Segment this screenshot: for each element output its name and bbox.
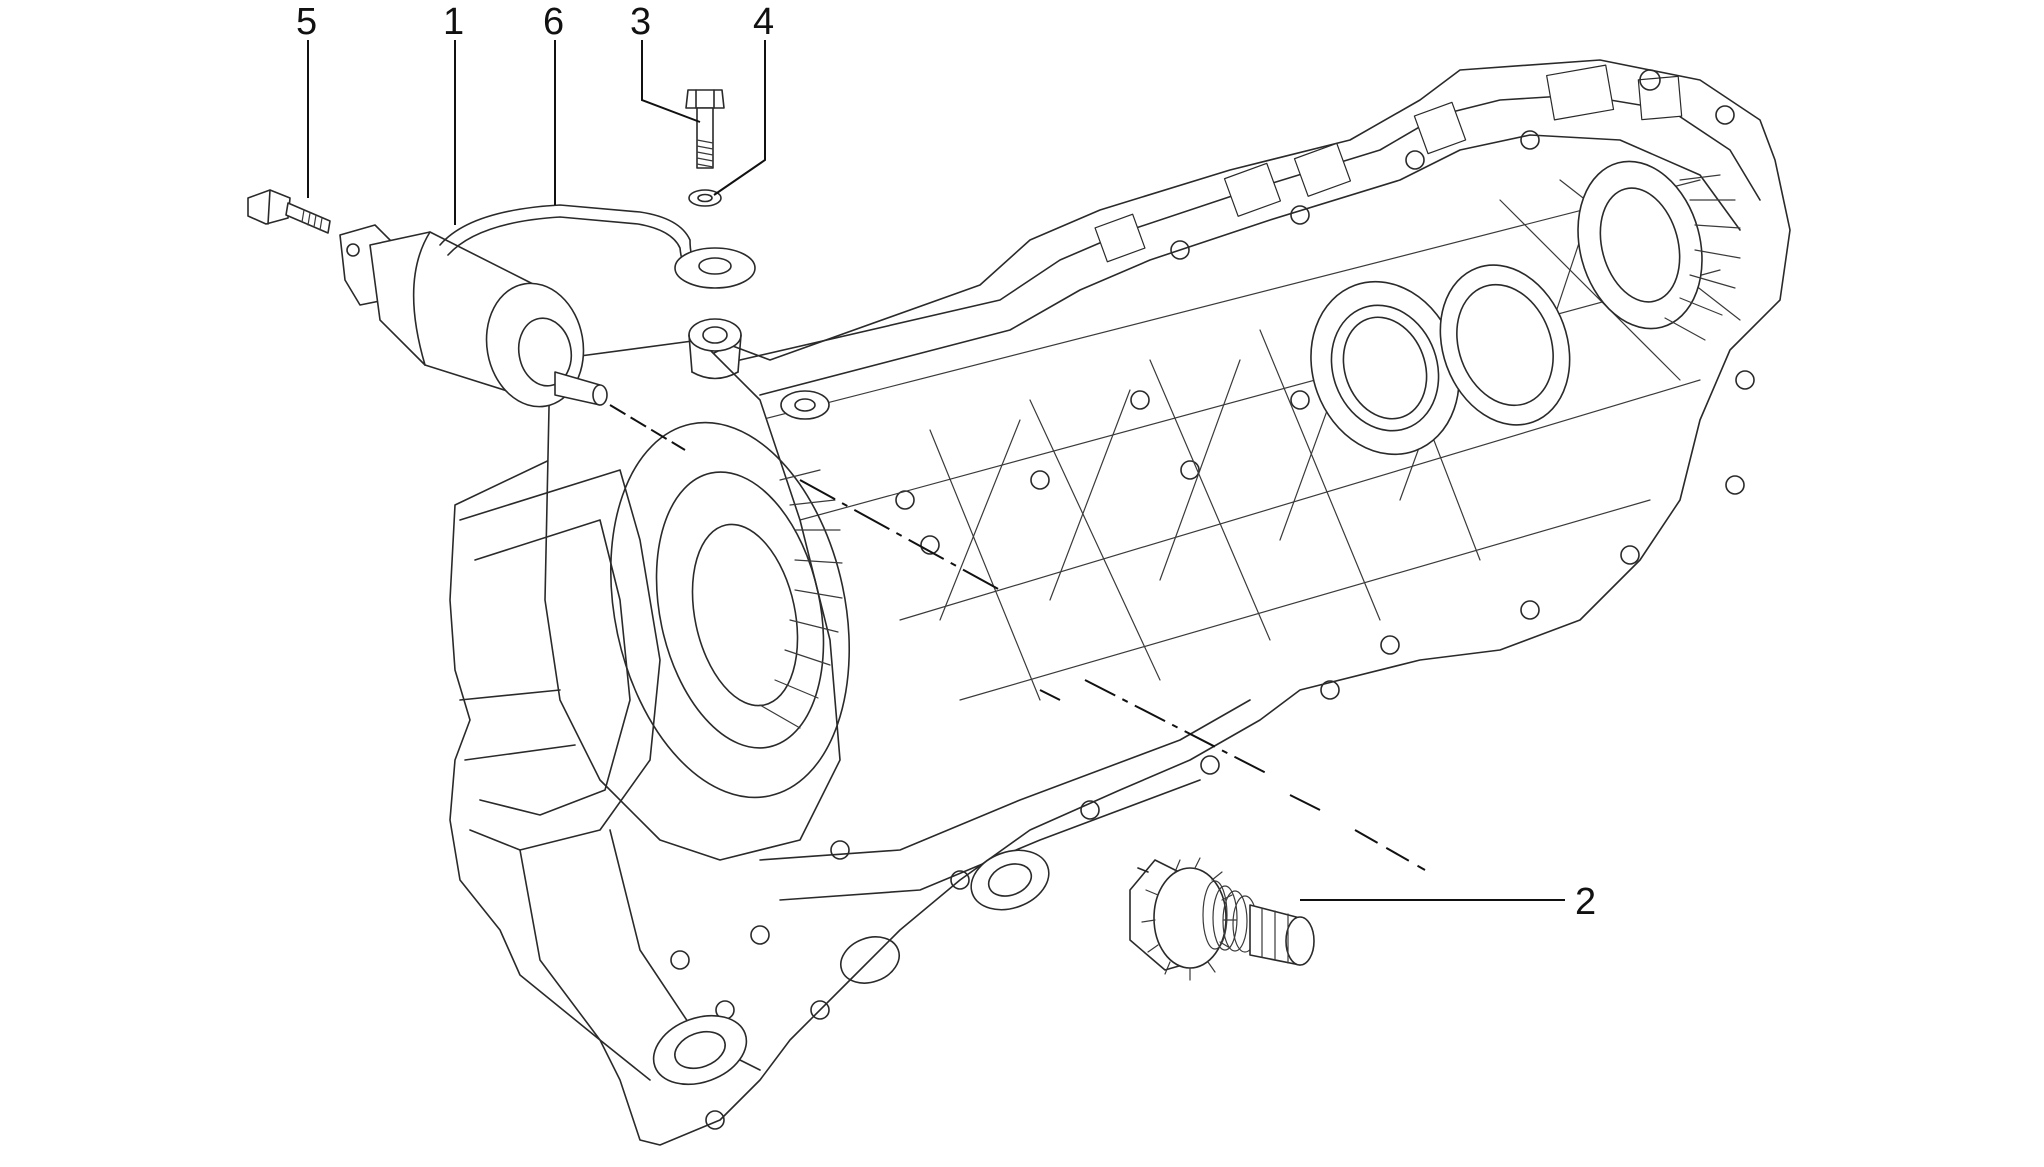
crankcase xyxy=(449,59,1791,1146)
callout-5: 5 xyxy=(296,1,317,43)
assembly-center-lines xyxy=(609,404,1426,871)
callout-1: 1 xyxy=(443,1,464,43)
starter-mount-boss xyxy=(688,318,830,420)
bolt xyxy=(685,89,725,169)
starter-gear xyxy=(1129,857,1315,981)
leader-lines xyxy=(307,40,1565,901)
callout-3: 3 xyxy=(630,1,651,43)
callout-4: 4 xyxy=(753,1,774,43)
washer xyxy=(688,189,722,207)
callout-2: 2 xyxy=(1575,881,1596,923)
starter-motor xyxy=(339,224,608,408)
callout-6: 6 xyxy=(543,1,564,43)
bearing-boss-right xyxy=(1439,264,1571,426)
screw xyxy=(247,189,331,234)
fan-housing xyxy=(1577,160,1741,341)
ring-terminal xyxy=(674,247,756,289)
